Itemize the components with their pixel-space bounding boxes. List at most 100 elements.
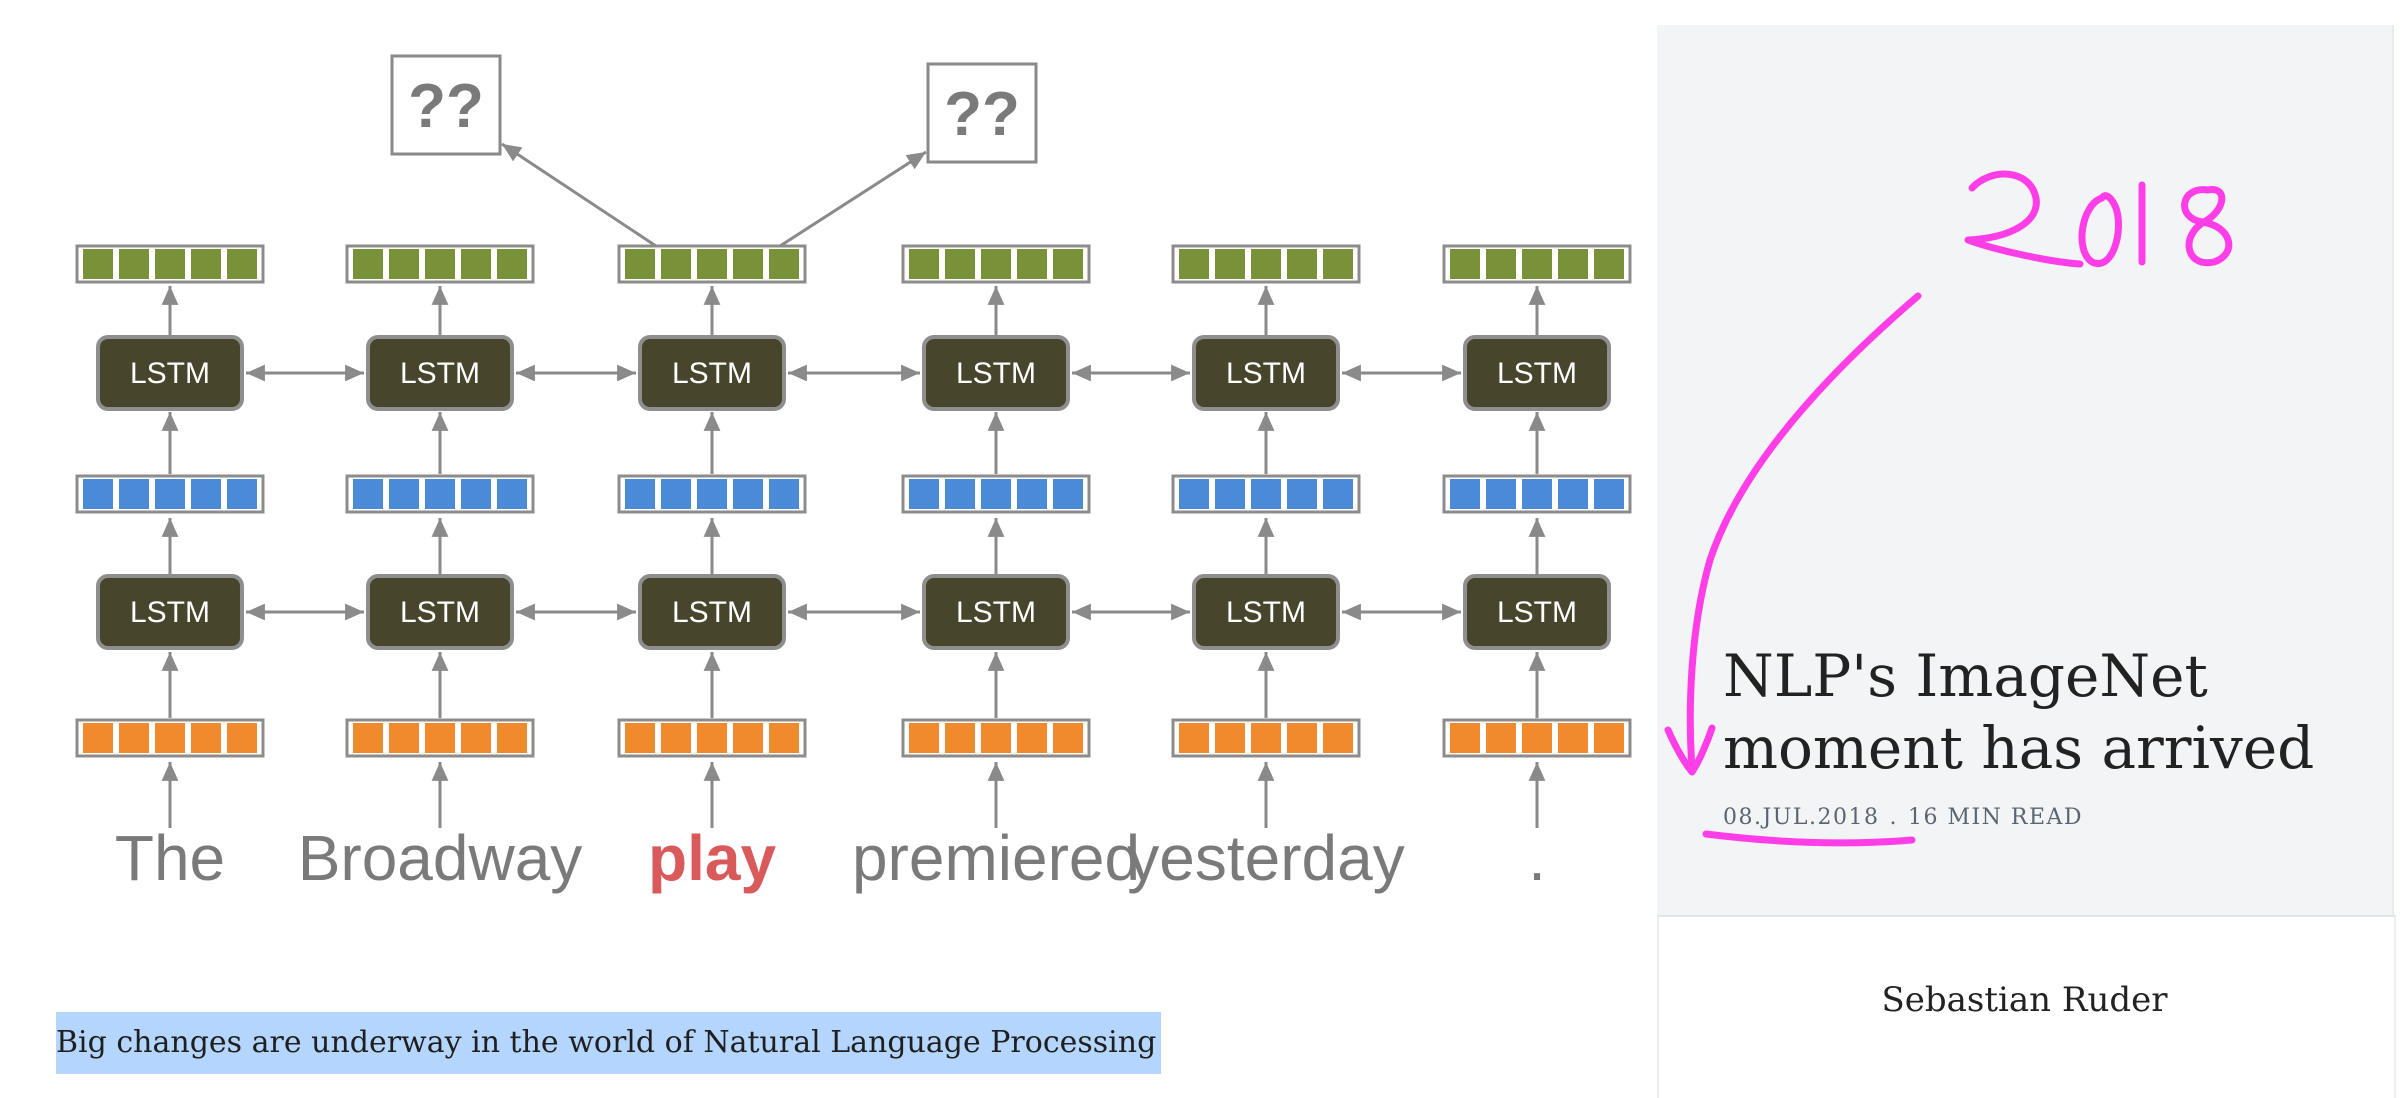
post-read-time: 16 MIN READ (1907, 805, 2084, 830)
author-name[interactable]: Sebastian Ruder (1881, 980, 2168, 1020)
lstm-cell-layer1: LSTM (638, 574, 786, 650)
lstm-cell-layer1-box (638, 574, 786, 650)
embedding-vector-unit (981, 723, 1011, 753)
hidden-vector-layer1-unit (1558, 479, 1588, 509)
hidden-vector-layer1 (1171, 474, 1361, 514)
embedding-vector-unit (119, 723, 149, 753)
hidden-vector-layer1-unit (461, 479, 491, 509)
hidden-vector-layer1-unit (497, 479, 527, 509)
hidden-vector-layer1 (617, 474, 807, 514)
lstm-diagram: LSTMLSTMTheLSTMLSTMBroadwayLSTMLSTMplayL… (75, 54, 1632, 894)
hidden-vector-layer1-unit (191, 479, 221, 509)
embedding-vector-unit (227, 723, 257, 753)
hidden-vector-layer1-unit (1287, 479, 1317, 509)
embedding-vector-unit (1522, 723, 1552, 753)
lstm-cell-layer1-box (1463, 574, 1611, 650)
embedding-vector-unit (1251, 723, 1281, 753)
intro-text: Big changes are underway in the world of… (56, 1025, 1161, 1060)
lstm-cell-layer1-label: LSTM (130, 596, 210, 629)
output-vector-unit (945, 249, 975, 279)
output-vector-unit (119, 249, 149, 279)
embedding-vector (1171, 718, 1361, 758)
hidden-vector-layer1 (901, 474, 1091, 514)
output-vector-unit (1017, 249, 1047, 279)
embedding-vector-unit (155, 723, 185, 753)
output-vector-unit (353, 249, 383, 279)
embedding-vector-unit (733, 723, 763, 753)
embedding-vector-unit (389, 723, 419, 753)
embedding-vector-unit (191, 723, 221, 753)
prediction-box (926, 62, 1038, 164)
output-vector-unit (83, 249, 113, 279)
output-vector (345, 244, 535, 284)
embedding-vector-unit (1323, 723, 1353, 753)
hidden-vector-layer1-unit (909, 479, 939, 509)
hidden-vector-layer1-unit (227, 479, 257, 509)
prediction-arrow-left (501, 142, 657, 248)
lstm-cell-layer1: LSTM (1192, 574, 1340, 650)
post-header-card: NLP's ImageNet moment has arrived 08.JUL… (1657, 25, 2394, 915)
embedding-vector-unit (83, 723, 113, 753)
output-vector-unit (389, 249, 419, 279)
post-title[interactable]: NLP's ImageNet moment has arrived (1723, 642, 2315, 782)
lstm-cell-layer2-label: LSTM (400, 357, 480, 390)
prediction-arrow-right (779, 150, 927, 248)
lstm-cell-layer2-box (1463, 335, 1611, 411)
lstm-cell-layer1-label: LSTM (1226, 596, 1306, 629)
output-vector-unit (1486, 249, 1516, 279)
post-meta: 08.JUL.2018.16 MIN READ (1723, 805, 2083, 830)
embedding-vector-unit (353, 723, 383, 753)
hidden-vector-layer1-unit (389, 479, 419, 509)
embedding-vector-unit (1215, 723, 1245, 753)
hidden-vector-layer1-unit (1522, 479, 1552, 509)
output-vector-unit (1287, 249, 1317, 279)
hidden-vector-layer1-unit (769, 479, 799, 509)
output-vector (75, 244, 265, 284)
output-vector-unit (1179, 249, 1209, 279)
input-word: yesterday (1127, 822, 1404, 894)
embedding-vector-unit (1179, 723, 1209, 753)
lstm-cell-layer2: LSTM (922, 335, 1070, 411)
hidden-vector-layer1-unit (1323, 479, 1353, 509)
output-vector-unit (155, 249, 185, 279)
hidden-vector-layer1-unit (697, 479, 727, 509)
output-vector-unit (497, 249, 527, 279)
embedding-vector-unit (1558, 723, 1588, 753)
embedding-vector-unit (909, 723, 939, 753)
input-word: Broadway (298, 822, 583, 894)
embedding-vector (345, 718, 535, 758)
embedding-vector-unit (497, 723, 527, 753)
hidden-vector-layer1-unit (1594, 479, 1624, 509)
embedding-vector-unit (945, 723, 975, 753)
hidden-vector-layer1-unit (155, 479, 185, 509)
lstm-cell-layer1: LSTM (922, 574, 1070, 650)
embedding-vector-unit (661, 723, 691, 753)
hidden-vector-layer1 (75, 474, 265, 514)
output-vector (1171, 244, 1361, 284)
output-vector-unit (909, 249, 939, 279)
lstm-cell-layer1-box (1192, 574, 1340, 650)
lstm-cell-layer2-label: LSTM (672, 357, 752, 390)
embedding-vector (901, 718, 1091, 758)
lstm-cell-layer2: LSTM (96, 335, 244, 411)
post-date: 08.JUL.2018 (1723, 805, 1880, 830)
hidden-vector-layer1-unit (1053, 479, 1083, 509)
output-vector-unit (1558, 249, 1588, 279)
input-word: premiered (852, 822, 1140, 894)
lstm-cell-layer2: LSTM (1192, 335, 1340, 411)
output-vector-unit (981, 249, 1011, 279)
output-vector-unit (1215, 249, 1245, 279)
hidden-vector-layer1-unit (1486, 479, 1516, 509)
lstm-cell-layer2-label: LSTM (1497, 357, 1577, 390)
lstm-cell-layer2-label: LSTM (130, 357, 210, 390)
lstm-cell-layer2-box (638, 335, 786, 411)
embedding-vector-unit (1287, 723, 1317, 753)
output-vector-unit (661, 249, 691, 279)
hidden-vector-layer1-unit (981, 479, 1011, 509)
lstm-cell-layer1-box (366, 574, 514, 650)
lstm-cell-layer1: LSTM (366, 574, 514, 650)
input-word: The (115, 822, 225, 894)
output-vector-unit (769, 249, 799, 279)
lstm-cell-layer1-label: LSTM (956, 596, 1036, 629)
lstm-cell-layer1-label: LSTM (672, 596, 752, 629)
